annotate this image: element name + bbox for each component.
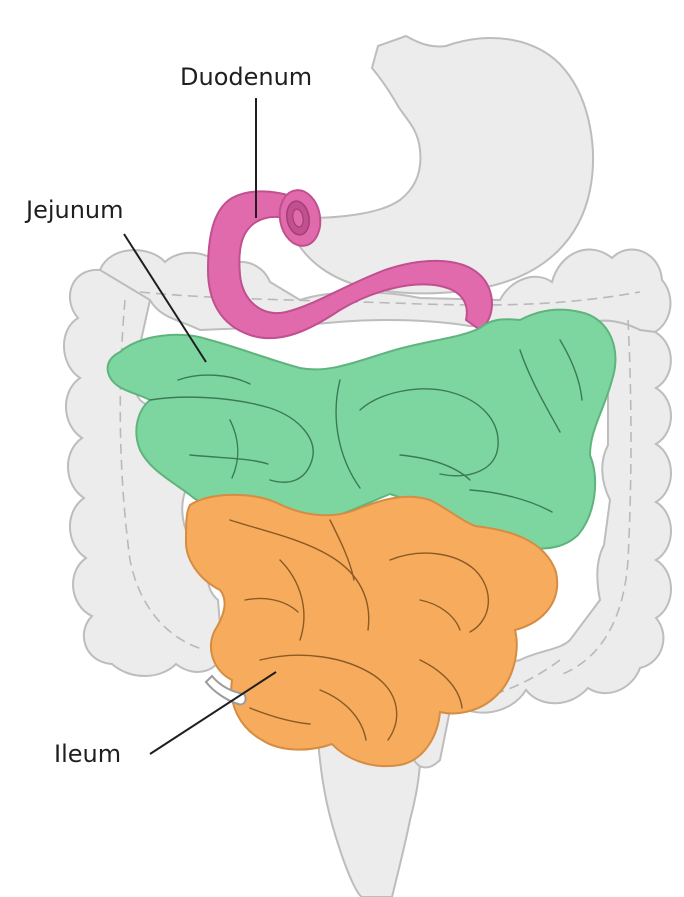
- stomach: [295, 36, 593, 293]
- jejunum-label: Jejunum: [24, 196, 124, 224]
- ileum-label: Ileum: [54, 740, 121, 768]
- duodenum-label: Duodenum: [180, 63, 312, 91]
- ileum: [186, 495, 557, 766]
